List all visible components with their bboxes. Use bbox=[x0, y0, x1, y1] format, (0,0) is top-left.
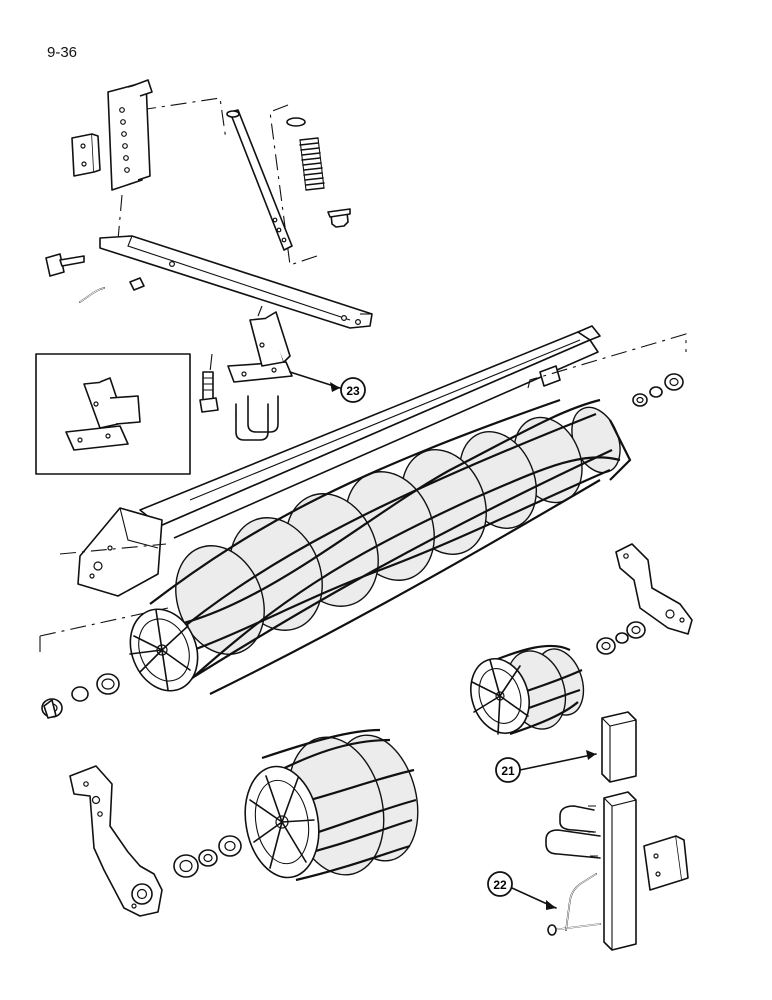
small-cage-roller bbox=[470, 644, 585, 736]
leader-right-top bbox=[527, 333, 687, 389]
right-end-bracket bbox=[615, 543, 693, 635]
clamp-plate bbox=[71, 133, 101, 177]
leader-line-top bbox=[139, 97, 227, 141]
main-arm bbox=[99, 235, 373, 329]
lower-cage-roller bbox=[244, 728, 419, 882]
arrow-22 bbox=[546, 900, 556, 910]
post-u-bolts bbox=[545, 805, 601, 859]
square-post-lower bbox=[603, 791, 637, 951]
adjuster-rod bbox=[226, 109, 293, 251]
inset-detail-box bbox=[35, 353, 191, 475]
right-bearing-set bbox=[632, 373, 684, 407]
left-bearing-set bbox=[41, 673, 120, 719]
mounting-bracket bbox=[209, 305, 293, 383]
leader-left-top bbox=[59, 543, 167, 555]
callout-21-label: 21 bbox=[501, 764, 515, 778]
page-number: 9-36 bbox=[47, 44, 78, 61]
lower-left-bracket bbox=[69, 765, 163, 917]
callout-23-label: 23 bbox=[346, 384, 360, 398]
leader-21 bbox=[519, 753, 597, 771]
hitch-pin bbox=[547, 873, 601, 936]
threaded-bolt bbox=[199, 371, 219, 413]
leader-line-spring bbox=[269, 104, 321, 266]
lower-bearing-set bbox=[173, 835, 242, 878]
frame-tube bbox=[77, 325, 601, 597]
long-cage-roller bbox=[129, 398, 632, 695]
callout-23: 23 bbox=[340, 377, 366, 403]
square-post-upper bbox=[601, 711, 637, 783]
tension-spring bbox=[286, 117, 351, 228]
callout-22: 22 bbox=[487, 871, 513, 897]
post-clamp-bracket bbox=[643, 835, 689, 891]
tee-bolt bbox=[45, 253, 85, 277]
hook-pin bbox=[79, 277, 145, 303]
u-bolts bbox=[235, 395, 279, 441]
callout-21: 21 bbox=[495, 757, 521, 783]
adjustment-bracket bbox=[107, 79, 153, 191]
arrow-21 bbox=[586, 750, 596, 760]
leader-line-bracket bbox=[117, 194, 123, 241]
leader-left bbox=[39, 607, 169, 656]
arrow-23 bbox=[330, 382, 340, 392]
callout-22-label: 22 bbox=[493, 878, 507, 892]
right-small-bearings bbox=[596, 621, 646, 655]
